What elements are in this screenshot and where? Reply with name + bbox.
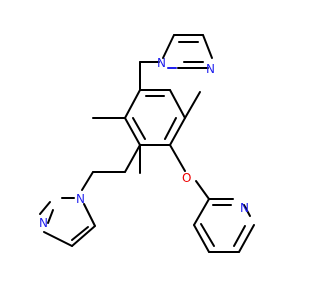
atom-labels: N N N N O N <box>39 56 249 230</box>
bond-py-inner-2 <box>233 225 246 247</box>
bond-o-to-pyridine <box>195 180 210 200</box>
molecule-structure-diagram: N N N N O N <box>39 34 255 253</box>
bond-py-2 <box>193 224 210 253</box>
bond-pz1-1 <box>162 34 175 59</box>
atom-label-o1: O <box>182 171 191 185</box>
bond-pz2-4 <box>39 201 51 215</box>
bond-ch2-lower-a <box>124 144 141 173</box>
bond-py-inner-1 <box>200 223 215 247</box>
bond-ch2-lower-c <box>81 171 94 191</box>
bond-pz2-inner-2 <box>47 209 54 224</box>
bond-pz2-3 <box>43 231 73 247</box>
bond-py-1 <box>193 198 210 226</box>
bond-ring-6 <box>124 89 141 119</box>
bond-ring-inner-3 <box>132 117 146 140</box>
bond-ring-to-o <box>169 144 186 172</box>
bonds <box>39 34 255 253</box>
bond-ring-3 <box>169 117 186 146</box>
atom-label-n3: N <box>76 192 85 206</box>
bond-ring-inner-2 <box>164 117 177 140</box>
bond-py-4 <box>238 224 255 253</box>
bond-methyl-top-right <box>184 91 201 119</box>
atom-label-n4: N <box>39 216 48 230</box>
atom-label-n5: N <box>240 201 249 215</box>
bond-pz2-inner-1 <box>71 226 89 241</box>
bond-pz2-1 <box>83 203 96 227</box>
bond-pz1-3 <box>202 34 213 59</box>
atom-label-n1: N <box>157 56 166 70</box>
bond-ring-5 <box>124 117 141 146</box>
bond-ring-2 <box>169 89 186 119</box>
bond-py-5 <box>243 204 251 217</box>
atom-label-n2: N <box>206 62 215 76</box>
bond-pz2-2 <box>71 225 96 247</box>
